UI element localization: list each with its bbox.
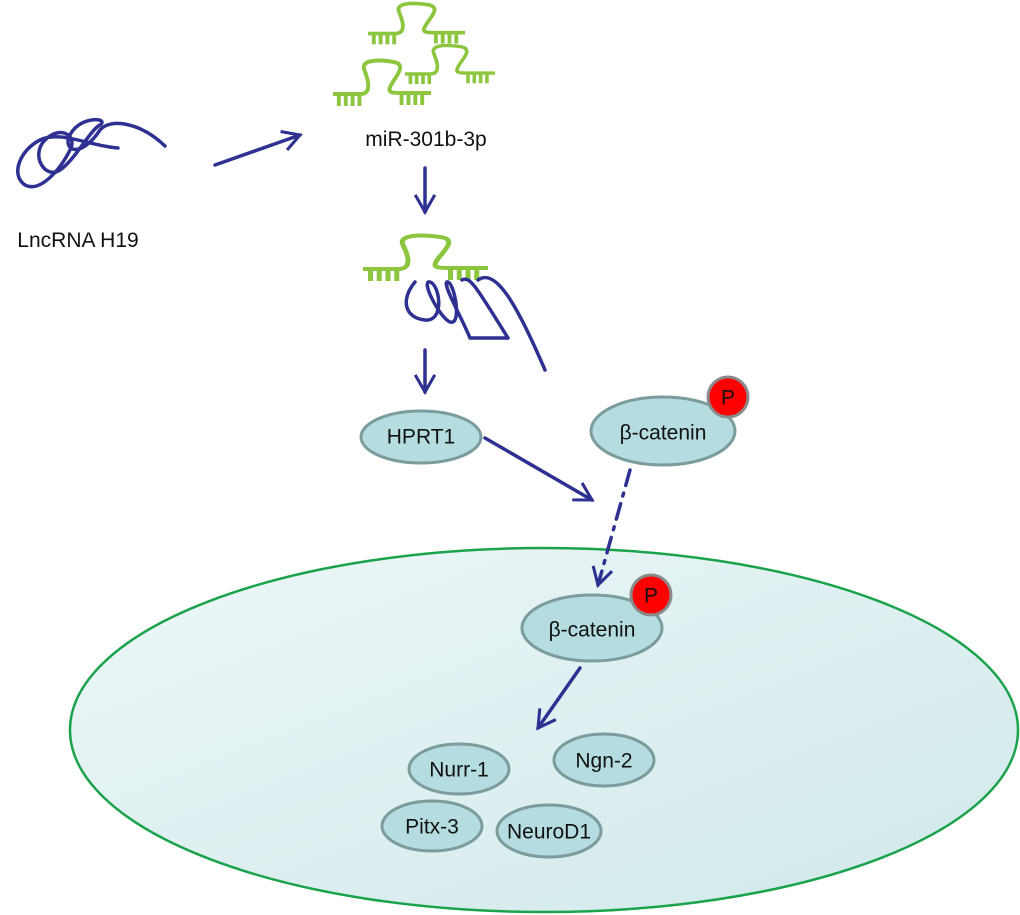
nurr1-protein: Nurr-1 [407,742,511,796]
phosphate-icon [629,573,673,617]
beta-catenin-label: β-catenin [620,422,707,445]
lncrna-h19-icon [16,117,167,189]
mirna-label: miR-301b-3p [365,128,486,151]
nurr1-label: Nurr-1 [429,759,489,782]
hprt1-label: HPRT1 [387,426,455,449]
lncrna-label: LncRNA H19 [17,229,138,252]
phosphate-label: P [644,585,658,608]
arrow-hprt1-to-pathway [483,436,595,502]
ngn2-label: Ngn-2 [575,750,632,773]
phosphate-icon [706,375,750,419]
pitx3-protein: Pitx-3 [380,799,484,853]
hprt1-protein: HPRT1 [359,409,483,465]
ngn2-protein: Ngn-2 [552,732,656,788]
phosphate-label: P [721,387,735,410]
mirna-icon [331,1,497,108]
arrow-beta-catenin-to-genes [536,666,582,731]
pitx3-label: Pitx-3 [405,816,459,839]
arrow-beta-catenin-translocation [591,468,632,588]
mirna-lncrna-complex-icon [363,236,547,372]
beta-catenin-nuclear-label: β-catenin [549,619,636,642]
beta-catenin-cytoplasm: β-catenin P [589,375,750,467]
beta-catenin-nucleus: β-catenin P [520,573,673,663]
neurod1-protein: NeuroD1 [495,803,603,859]
neurod1-label: NeuroD1 [507,821,591,844]
arrow-lncrna-to-mirna [213,129,303,167]
